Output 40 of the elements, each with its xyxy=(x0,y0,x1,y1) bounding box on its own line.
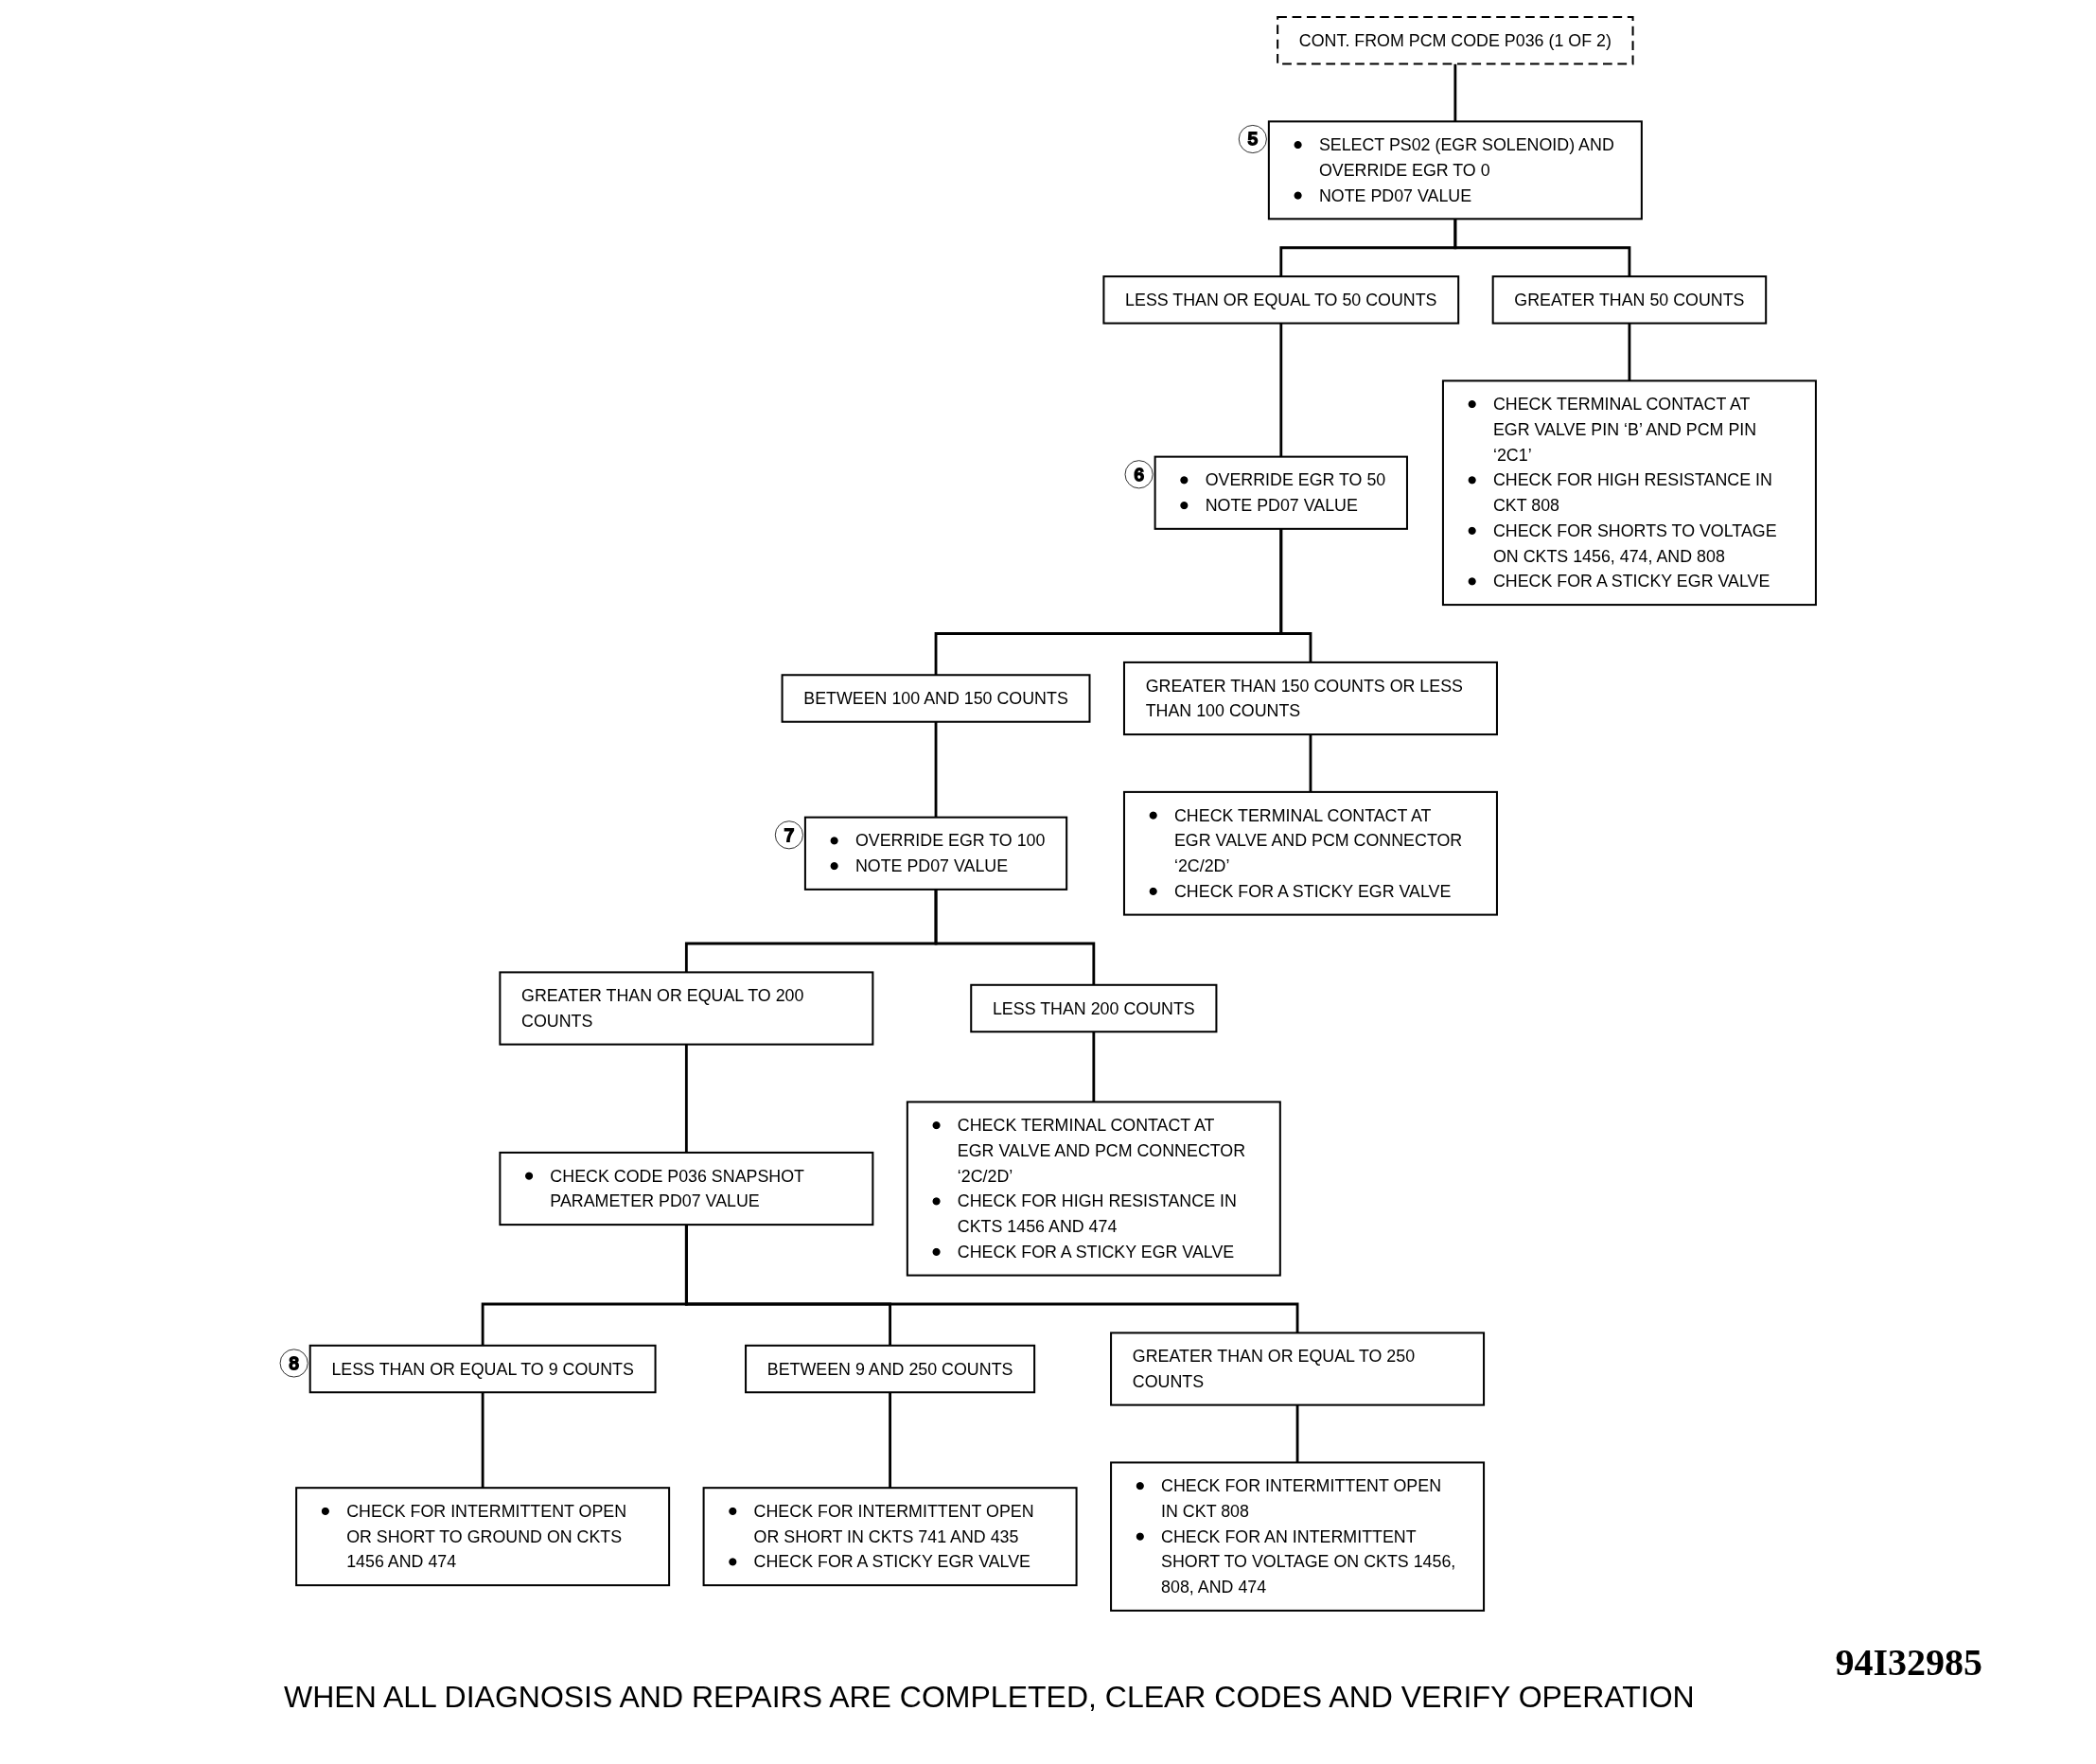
step-number: 6 xyxy=(1124,460,1154,489)
node-box: CHECK TERMINAL CONTACT AT EGR VALVE AND PCM CONNECTOR ‘2C/2D’ CHECK FOR HIGH RESISTANCE IN CKTS 1456 AND 474 CHECK FOR A STICKY EGR VALVE xyxy=(906,1101,1281,1277)
node-box: LESS THAN 200 COUNTS xyxy=(970,983,1218,1033)
connector xyxy=(889,1392,891,1489)
step-number: 5 xyxy=(1238,125,1267,153)
connector xyxy=(1279,528,1312,662)
node-box: OVERRIDE EGR TO 100 NOTE PD07 VALUE xyxy=(803,816,1068,891)
connector xyxy=(1279,323,1283,457)
node-box: BETWEEN 9 AND 250 COUNTS xyxy=(745,1344,1036,1394)
node-box: CHECK TERMINAL CONTACT AT EGR VALVE AND PCM CONNECTOR ‘2C/2D’ CHECK FOR A STICKY EGR VALVE xyxy=(1122,790,1498,916)
connector xyxy=(934,721,938,818)
node-box: LESS THAN OR EQUAL TO 9 COUNTS xyxy=(308,1344,657,1394)
note-text: WHEN ALL DIAGNOSIS AND REPAIRS ARE COMPLETED, CLEAR CODES AND VERIFY OPERATION xyxy=(284,1680,1695,1715)
node-box: CHECK TERMINAL CONTACT AT EGR VALVE PIN ‘B’ AND PCM PIN ‘2C1’ CHECK FOR HIGH RESISTANCE IN CKT 808 CHECK FOR SHORTS TO VOLTAGE ON CKTS 1456, 474, AND 808 CHECK FOR A STICKY EGR VALVE xyxy=(1441,379,1817,607)
connector xyxy=(934,889,1096,985)
node-box: CHECK CODE P036 SNAPSHOT PARAMETER PD07 VALUE xyxy=(499,1151,874,1226)
node-box: GREATER THAN 50 COUNTS xyxy=(1491,275,1768,325)
connector xyxy=(684,1044,688,1153)
connector xyxy=(1628,323,1631,381)
connector xyxy=(1453,63,1457,122)
node-box: LESS THAN OR EQUAL TO 50 COUNTS xyxy=(1102,275,1460,325)
node-box: SELECT PS02 (EGR SOLENOID) AND OVERRIDE EGR TO 0 NOTE PD07 VALUE xyxy=(1267,120,1643,220)
node-box: OVERRIDE EGR TO 50 NOTE PD07 VALUE xyxy=(1154,455,1408,530)
node-box: BETWEEN 100 AND 150 COUNTS xyxy=(781,674,1091,723)
node-box: GREATER THAN 150 COUNTS OR LESS THAN 100 COUNTS xyxy=(1122,661,1498,736)
connector xyxy=(1309,734,1312,792)
node-box: CONT. FROM PCM CODE P036 (1 OF 2) xyxy=(1277,16,1634,65)
node-box: CHECK FOR INTERMITTENT OPEN OR SHORT IN CKTS 741 AND 435 CHECK FOR A STICKY EGR VALVE xyxy=(702,1487,1078,1587)
node-box: GREATER THAN OR EQUAL TO 250 COUNTS xyxy=(1110,1332,1486,1406)
connector xyxy=(684,1225,1299,1333)
node-box: GREATER THAN OR EQUAL TO 200 COUNTS xyxy=(499,971,874,1046)
step-number: 7 xyxy=(774,820,803,850)
figure-number: 94I32985 xyxy=(1835,1640,1982,1685)
step-number: 8 xyxy=(279,1349,308,1378)
connector xyxy=(1295,1404,1299,1463)
connector xyxy=(1453,219,1631,277)
connector xyxy=(481,1392,484,1489)
node-box: CHECK FOR INTERMITTENT OPEN IN CKT 808 CHECK FOR AN INTERMITTENT SHORT TO VOLTAGE ON CKTS 1456, 808, AND 474 xyxy=(1110,1461,1486,1612)
connector xyxy=(1092,1032,1096,1102)
node-box: CHECK FOR INTERMITTENT OPEN OR SHORT TO GROUND ON CKTS 1456 AND 474 xyxy=(295,1487,671,1587)
